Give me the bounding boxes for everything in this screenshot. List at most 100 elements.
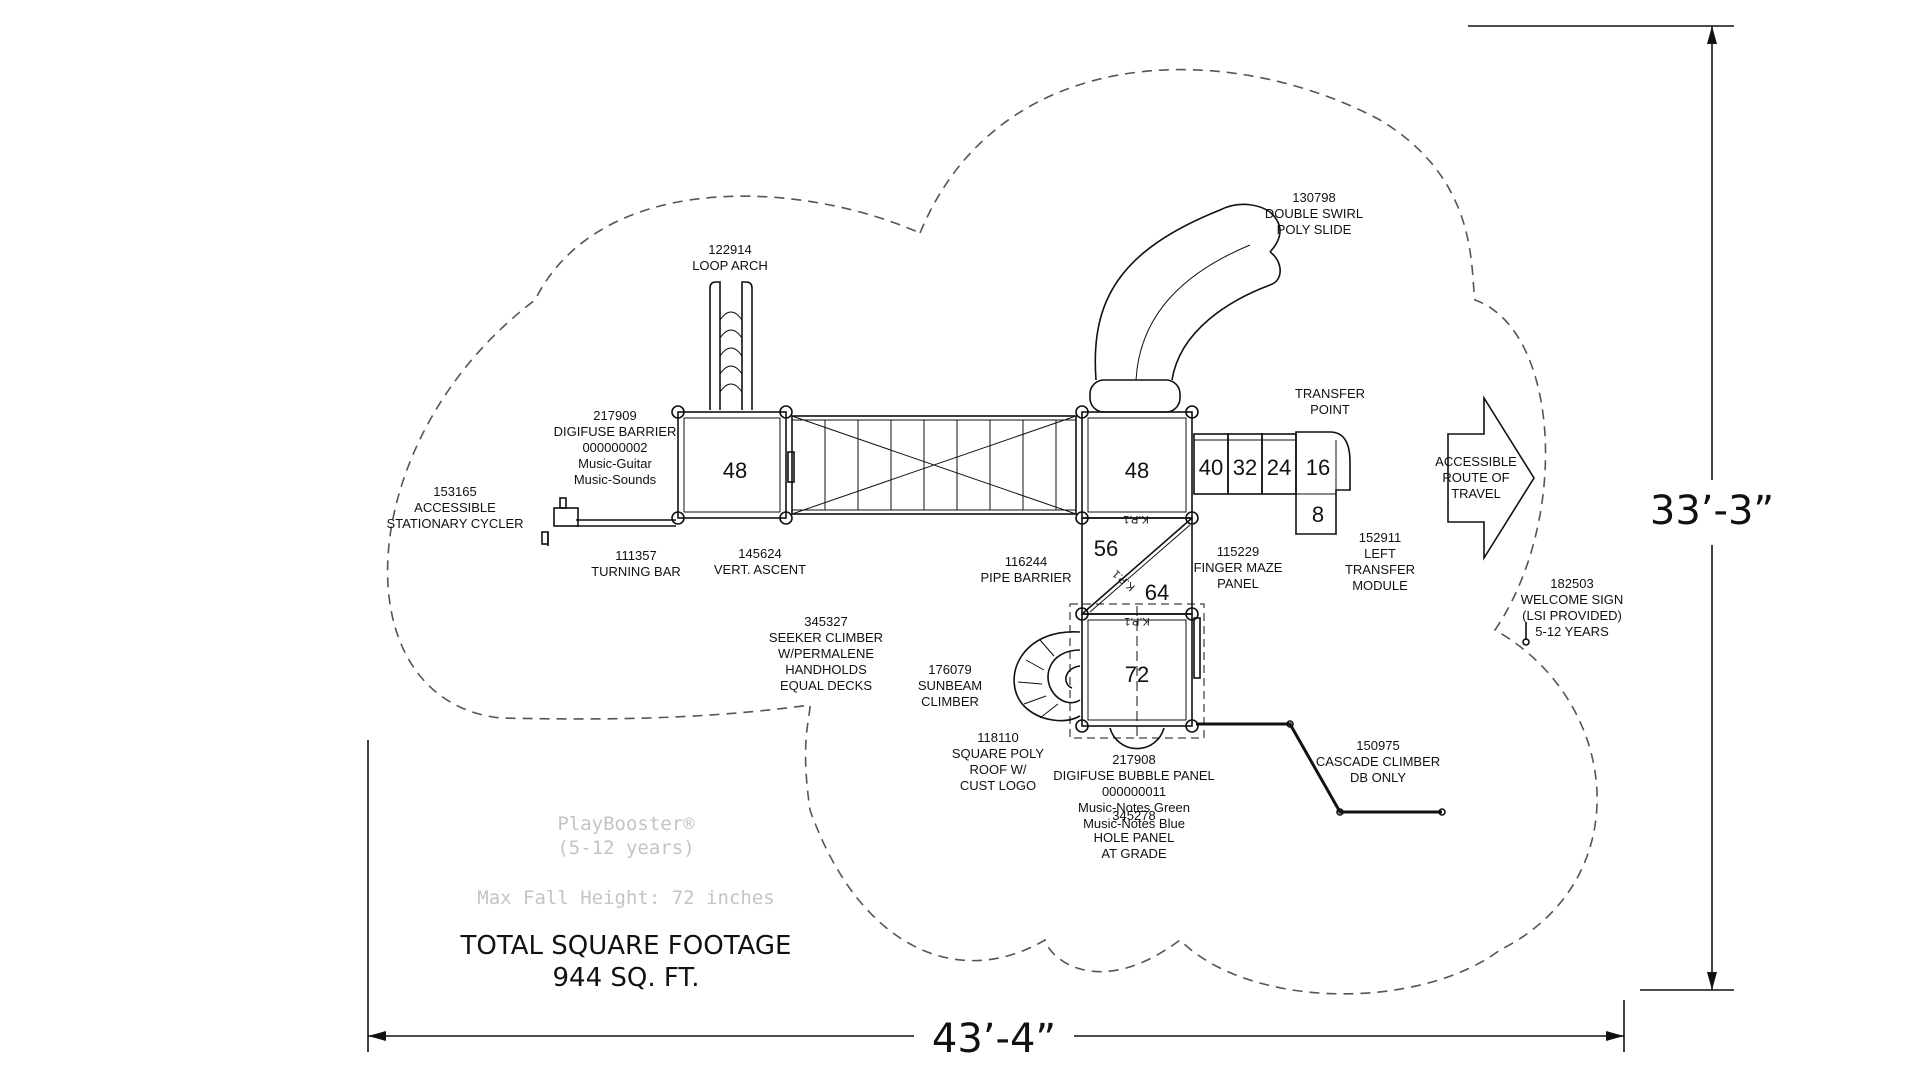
svg-text:CASCADE CLIMBER: CASCADE CLIMBER	[1316, 754, 1440, 769]
label-hole-panel: 345278 HOLE PANEL AT GRADE	[1094, 808, 1175, 861]
svg-text:HOLE PANEL: HOLE PANEL	[1094, 830, 1175, 845]
svg-text:TRAVEL: TRAVEL	[1451, 486, 1501, 501]
label-sunbeam: 176079 SUNBEAM CLIMBER	[918, 662, 982, 709]
svg-text:TURNING BAR: TURNING BAR	[591, 564, 681, 579]
svg-text:SQUARE POLY: SQUARE POLY	[952, 746, 1045, 761]
svg-text:SUNBEAM: SUNBEAM	[918, 678, 982, 693]
svg-text:ROOF W/: ROOF W/	[969, 762, 1026, 777]
svg-text:CLIMBER: CLIMBER	[921, 694, 979, 709]
label-double-swirl: 130798 DOUBLE SWIRL POLY SLIDE	[1265, 190, 1363, 237]
turning-bar	[541, 497, 676, 546]
step-16: 16	[1306, 455, 1330, 480]
deck-height-72: 72	[1125, 662, 1149, 687]
svg-text:111357: 111357	[615, 548, 656, 563]
svg-text:Music-Sounds: Music-Sounds	[574, 472, 657, 487]
svg-text:TRANSFER: TRANSFER	[1345, 562, 1415, 577]
width-dimension-line	[367, 740, 1625, 1052]
svg-text:115229: 115229	[1217, 544, 1259, 559]
deck-72	[1069, 603, 1205, 750]
svg-text:SEEKER CLIMBER: SEEKER CLIMBER	[769, 630, 883, 645]
svg-text:217908: 217908	[1112, 752, 1155, 767]
svg-text:Music-Notes Blue: Music-Notes Blue	[1083, 816, 1185, 831]
left-deck	[671, 405, 795, 525]
step-40: 40	[1199, 455, 1223, 480]
svg-text:W/PERMALENE: W/PERMALENE	[778, 646, 874, 661]
label-transfer-point: TRANSFER POINT	[1295, 386, 1365, 417]
total-footage-title: TOTAL SQUARE FOOTAGE	[460, 931, 792, 961]
svg-text:116244: 116244	[1005, 554, 1047, 569]
svg-text:FINGER MAZE: FINGER MAZE	[1194, 560, 1283, 575]
svg-text:DIGIFUSE BARRIER: DIGIFUSE BARRIER	[554, 424, 677, 439]
svg-text:ACCESSIBLE: ACCESSIBLE	[1435, 454, 1517, 469]
svg-text:182503: 182503	[1550, 576, 1593, 591]
svg-text:000000002: 000000002	[582, 440, 647, 455]
svg-text:150975: 150975	[1356, 738, 1399, 753]
product-name: PlayBooster®	[557, 813, 695, 835]
height-dimension: 33’-3”	[1650, 488, 1774, 534]
label-accessible-route: ACCESSIBLE ROUTE OF TRAVEL	[1435, 454, 1517, 501]
accessible-route-arrow	[1447, 395, 1535, 561]
label-bubble-panel: 217908 DIGIFUSE BUBBLE PANEL 000000011 M…	[1053, 752, 1215, 831]
svg-text:345327: 345327	[804, 614, 847, 629]
svg-text:(LSI PROVIDED): (LSI PROVIDED)	[1522, 608, 1622, 623]
svg-text:POINT: POINT	[1310, 402, 1350, 417]
label-digifuse-barrier: 217909 DIGIFUSE BARRIER 000000002 Music-…	[554, 408, 677, 487]
total-footage-value: 944 SQ. FT.	[553, 963, 700, 993]
svg-text:000000011: 000000011	[1102, 784, 1166, 799]
svg-text:MODULE: MODULE	[1352, 578, 1408, 593]
label-pipe-barrier: 116244 PIPE BARRIER	[980, 554, 1071, 585]
label-vert-ascent: 145624 VERT. ASCENT	[714, 546, 806, 577]
kp-mark-2: K.P.1	[1111, 567, 1138, 593]
label-loop-arch: 122914 LOOP ARCH	[692, 242, 768, 273]
svg-text:118110: 118110	[977, 730, 1018, 745]
svg-text:Music-Notes Green: Music-Notes Green	[1078, 800, 1190, 815]
label-seeker-climber: 345327 SEEKER CLIMBER W/PERMALENE HANDHO…	[769, 614, 883, 693]
svg-text:153165: 153165	[433, 484, 476, 499]
transfer-steps	[1193, 431, 1351, 535]
use-zone-boundary	[386, 68, 1598, 995]
deck-height-center: 48	[1125, 458, 1149, 483]
svg-text:VERT. ASCENT: VERT. ASCENT	[714, 562, 806, 577]
bridge	[791, 415, 1077, 515]
kp-mark-3: K.P.1	[1124, 615, 1150, 627]
svg-text:145624: 145624	[738, 546, 781, 561]
svg-text:PANEL: PANEL	[1217, 576, 1259, 591]
svg-text:DIGIFUSE BUBBLE PANEL: DIGIFUSE BUBBLE PANEL	[1053, 768, 1215, 783]
label-square-roof: 118110 SQUARE POLY ROOF W/ CUST LOGO	[952, 730, 1045, 793]
label-cascade: 150975 CASCADE CLIMBER DB ONLY	[1316, 738, 1440, 785]
svg-text:152911: 152911	[1359, 530, 1401, 545]
svg-text:TRANSFER: TRANSFER	[1295, 386, 1365, 401]
svg-text:130798: 130798	[1292, 190, 1335, 205]
svg-text:POLY SLIDE: POLY SLIDE	[1277, 222, 1352, 237]
deck-height-56: 56	[1094, 536, 1118, 561]
deck-height-left: 48	[723, 458, 747, 483]
height-dimension-line	[1468, 25, 1734, 991]
svg-text:EQUAL DECKS: EQUAL DECKS	[780, 678, 872, 693]
cascade-climber	[1196, 720, 1446, 816]
svg-text:5-12 YEARS: 5-12 YEARS	[1535, 624, 1609, 639]
svg-text:AT GRADE: AT GRADE	[1101, 846, 1167, 861]
width-dimension: 43’-4”	[932, 1016, 1056, 1062]
svg-text:PIPE BARRIER: PIPE BARRIER	[980, 570, 1071, 585]
product-age-range: (5-12 years)	[557, 837, 694, 859]
svg-text:CUST LOGO: CUST LOGO	[960, 778, 1036, 793]
svg-text:DB ONLY: DB ONLY	[1350, 770, 1406, 785]
loop-arch	[709, 281, 753, 410]
step-24: 24	[1267, 455, 1291, 480]
svg-text:HANDHOLDS: HANDHOLDS	[785, 662, 867, 677]
kp-mark-1: K.P.1	[1123, 513, 1149, 525]
max-fall-height: Max Fall Height: 72 inches	[477, 887, 774, 909]
svg-text:ROUTE OF: ROUTE OF	[1442, 470, 1509, 485]
deck-56-64	[1075, 517, 1199, 621]
label-cycler: 153165 ACCESSIBLE STATIONARY CYCLER	[386, 484, 523, 531]
svg-text:122914: 122914	[708, 242, 751, 257]
label-left-transfer: 152911 LEFT TRANSFER MODULE	[1345, 530, 1415, 593]
svg-text:345278: 345278	[1112, 808, 1155, 823]
welcome-sign-marker	[1522, 622, 1530, 646]
label-welcome-sign: 182503 WELCOME SIGN (LSI PROVIDED) 5-12 …	[1521, 576, 1624, 639]
svg-text:ACCESSIBLE: ACCESSIBLE	[414, 500, 496, 515]
svg-text:217909: 217909	[593, 408, 636, 423]
svg-text:LOOP ARCH: LOOP ARCH	[692, 258, 768, 273]
label-turning-bar: 111357 TURNING BAR	[591, 548, 681, 579]
